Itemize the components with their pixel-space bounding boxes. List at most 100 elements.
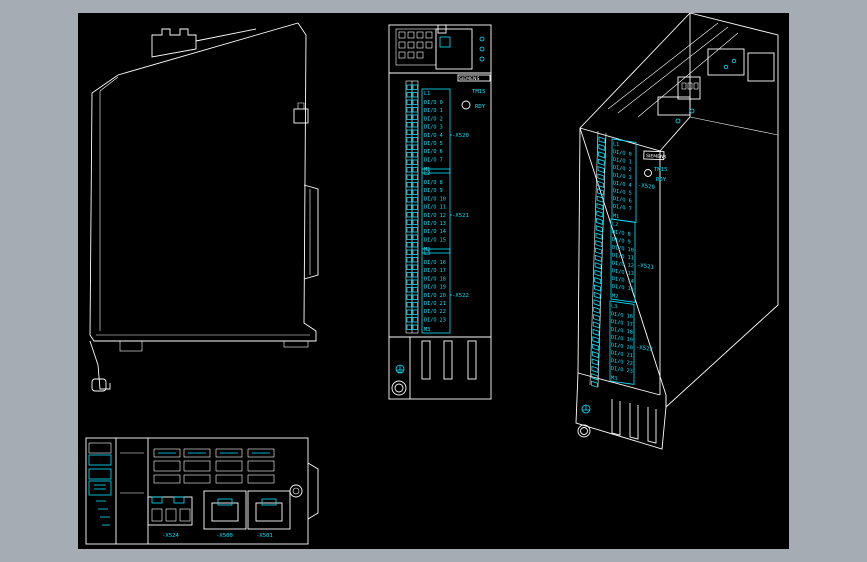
front-x521-box — [421, 168, 451, 254]
iso-terminal-screw — [596, 210, 604, 218]
iso-x521-bottom-label: M2 — [612, 293, 618, 300]
iso-x520-pin-label: DI/O 3 — [613, 173, 632, 182]
iso-terminal-screw — [594, 254, 602, 262]
iso-terminal-screw — [598, 136, 606, 144]
front-terminal-clamp — [412, 234, 418, 240]
front-terminal-screw — [406, 152, 412, 158]
front-terminal-screw — [406, 204, 412, 210]
front-terminal-clamp — [412, 107, 418, 113]
front-terminal-screw — [406, 302, 412, 308]
iso-terminal-screw — [595, 225, 603, 233]
front-terminal-clamp — [412, 129, 418, 135]
iso-ground-icon — [581, 404, 591, 414]
iso-terminal-strip — [591, 136, 606, 388]
front-terminal-screw — [406, 107, 412, 113]
front-x522-top-label: L3 — [424, 251, 430, 257]
front-x520-pin-label: DI/O 5 — [424, 141, 443, 147]
front-terminal-clamp — [412, 242, 418, 248]
front-terminal-screw — [406, 189, 412, 195]
front-x522-connector-label: -X522 — [452, 293, 469, 299]
iso-x520-pin-label: DI/O 5 — [613, 188, 632, 197]
brand-label: SIEMENS — [459, 76, 479, 82]
iso-terminal-screw — [595, 232, 603, 240]
iso-x520-pin-label: DI/O 7 — [613, 204, 632, 213]
front-terminal-clamp — [412, 219, 418, 225]
front-terminal-clamp — [412, 84, 418, 90]
front-x521-pin-label: DI/O 15 — [424, 237, 446, 243]
front-terminal-strip — [406, 84, 418, 330]
front-x521-pin-label: DI/O 14 — [424, 229, 446, 235]
iso-x520-bottom-label: M1 — [613, 213, 619, 220]
iso-terminal-screw — [591, 380, 598, 388]
front-x520-pin-label: DI/O 1 — [424, 108, 443, 114]
front-terminal-clamp — [412, 144, 418, 150]
iso-terminal-screw — [594, 277, 602, 285]
front-x521-pin-label: DI/O 13 — [424, 221, 446, 227]
front-terminal-clamp — [412, 189, 418, 195]
front-terminal-clamp — [412, 167, 418, 173]
front-terminal-clamp — [412, 227, 418, 233]
front-x522-pin-label: DI/O 16 — [424, 260, 446, 266]
iso-x520-pin-label: DI/O 1 — [613, 157, 632, 166]
front-x521-bottom-label: M2 — [424, 247, 430, 253]
iso-x521-connector-label: -X521 — [637, 263, 654, 271]
front-x521-top-label: L2 — [424, 171, 430, 177]
front-x522-pin-label: DI/O 18 — [424, 276, 446, 282]
front-terminal-screw — [406, 212, 412, 218]
iso-terminal-screw — [594, 284, 601, 292]
iso-x522-pin-label: DI/O 19 — [611, 335, 633, 344]
front-terminal-clamp — [412, 174, 418, 180]
iso-brand-label: SIEMENS — [646, 153, 667, 160]
iso-terminal-screw — [596, 195, 604, 203]
iso-terminal-screw — [592, 343, 599, 351]
front-terminal-clamp — [412, 309, 418, 315]
front-terminal-clamp — [412, 324, 418, 330]
iso-x521-pin-label: DI/O 11 — [612, 253, 634, 262]
iso-x521-box — [610, 218, 636, 303]
front-terminal-screw — [406, 174, 412, 180]
iso-x521-pin-label: DI/O 8 — [612, 229, 631, 238]
ground-icon — [395, 364, 405, 374]
front-x520-pin-label: DI/O 4 — [424, 133, 443, 139]
front-x520-bottom-label: M1 — [424, 167, 430, 173]
front-terminal-screw — [406, 317, 412, 323]
front-terminal-screw — [406, 99, 412, 105]
iso-terminal-screw — [596, 217, 603, 225]
iso-terminal-screw — [597, 180, 605, 188]
front-x521-pin-label: DI/O 10 — [424, 196, 446, 202]
iso-x522-pin-label: DI/O 22 — [611, 358, 633, 367]
front-terminal-clamp — [412, 302, 418, 308]
bottom-connector-labels: -X524-X500-X501 — [162, 533, 273, 539]
module-name: TM15 — [472, 89, 485, 95]
front-x520-top-label: L1 — [424, 91, 430, 97]
iso-x521-top-label: L2 — [612, 221, 618, 228]
front-terminal-screw — [406, 129, 412, 135]
iso-terminal-screw — [596, 188, 604, 196]
front-terminal-clamp — [412, 152, 418, 158]
front-x520-pin-label: DI/O 7 — [424, 157, 443, 163]
front-x522-pin-label: DI/O 20 — [424, 293, 446, 299]
front-x522-pin-label: DI/O 19 — [424, 285, 446, 291]
front-terminal-clamp — [412, 114, 418, 120]
iso-rdy-led-icon — [644, 169, 652, 177]
iso-x522-connector-label: -X522 — [636, 345, 653, 353]
iso-terminal-screw — [598, 143, 606, 151]
front-terminal-screw — [406, 144, 412, 150]
front-x521-pin-label: DI/O 8 — [424, 180, 443, 186]
front-terminal-screw — [406, 234, 412, 240]
iso-terminal-screw — [592, 336, 600, 344]
front-x520-pin-label: DI/O 3 — [424, 125, 443, 131]
front-x522-bottom-label: M3 — [424, 327, 430, 333]
front-x522-pin-label: DI/O 22 — [424, 309, 446, 315]
iso-terminal-screw — [594, 262, 602, 270]
front-terminal-screw — [406, 197, 412, 203]
front-terminal-screw — [406, 122, 412, 128]
front-terminal-clamp — [412, 197, 418, 203]
iso-x520-pin-label: DI/O 2 — [613, 165, 632, 174]
